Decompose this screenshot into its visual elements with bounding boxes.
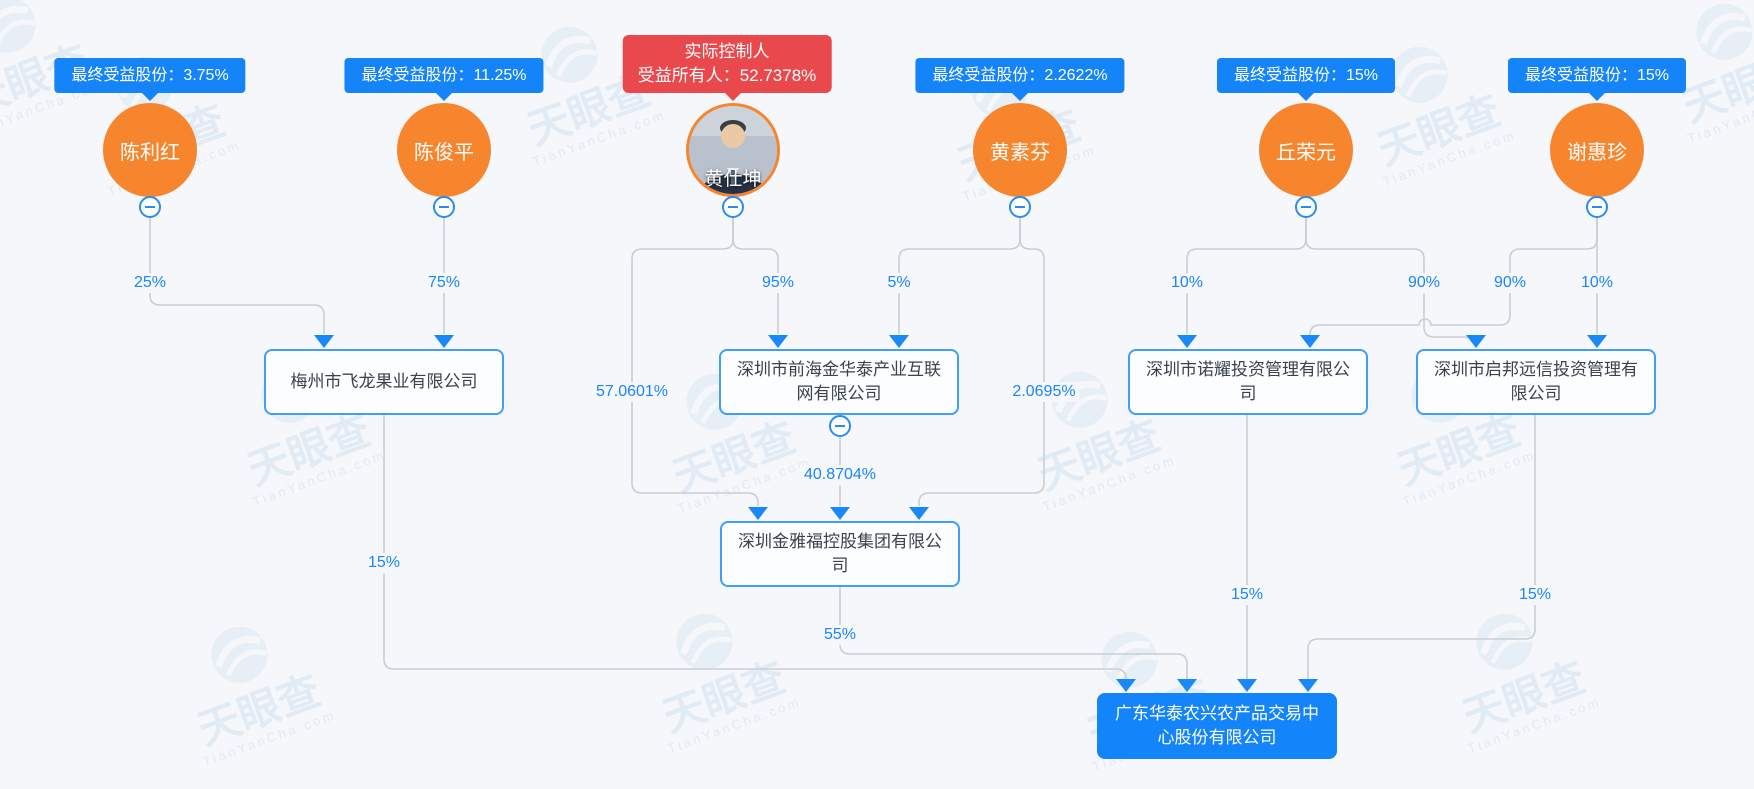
ownership-percent-label: 25% xyxy=(129,273,171,293)
ownership-percent-label: 90% xyxy=(1403,273,1445,293)
benefit-share-badge: 最终受益股份：15% xyxy=(1216,58,1396,93)
company-node[interactable]: 深圳市启邦远信投资管理有限公司 xyxy=(1416,349,1656,415)
edge-arrowhead-icon xyxy=(768,335,788,348)
ownership-percent-label: 15% xyxy=(1226,585,1268,605)
company-node[interactable]: 深圳金雅福控股集团有限公司 xyxy=(720,521,960,587)
ownership-percent-label: 90% xyxy=(1489,273,1531,293)
company-node[interactable]: 深圳市前海金华泰产业互联网有限公司 xyxy=(719,349,959,415)
ownership-percent-label: 40.8704% xyxy=(799,465,881,485)
actual-controller-badge-line1: 实际控制人 xyxy=(684,42,770,61)
ownership-edge-7 xyxy=(1186,218,1307,334)
company-name: 深圳市诺耀投资管理有限公司 xyxy=(1146,360,1350,403)
ownership-percent-label: 2.0695% xyxy=(1008,382,1080,402)
benefit-share-badge: 最终受益股份：11.25% xyxy=(344,58,544,93)
person-name: 陈俊平 xyxy=(414,141,474,164)
ownership-edge-8 xyxy=(1305,218,1477,342)
person-node-photo[interactable]: 黄仕坤 xyxy=(686,103,780,197)
ownership-percent-label: 15% xyxy=(1514,585,1556,605)
person-name: 陈利红 xyxy=(120,141,180,164)
person-photo xyxy=(689,106,777,194)
ownership-percent-label: 10% xyxy=(1166,273,1208,293)
ownership-percent-label: 10% xyxy=(1576,273,1618,293)
person-node[interactable]: 陈利红 xyxy=(103,103,197,197)
collapse-button[interactable] xyxy=(1295,196,1317,218)
collapse-button[interactable] xyxy=(722,196,744,218)
badge-pointer-icon xyxy=(142,93,158,101)
person-name: 谢惠珍 xyxy=(1567,141,1627,164)
badge-pointer-icon xyxy=(1589,93,1605,101)
actual-controller-badge: 实际控制人受益所有人：52.7378% xyxy=(622,35,832,93)
ownership-edge-3 xyxy=(898,218,1021,334)
company-name: 广东华泰农兴农产品交易中心股份有限公司 xyxy=(1115,704,1319,747)
company-node[interactable]: 广东华泰农兴农产品交易中心股份有限公司 xyxy=(1097,693,1337,759)
ownership-percent-label: 75% xyxy=(423,273,465,293)
collapse-button[interactable] xyxy=(139,196,161,218)
badge-pointer-icon xyxy=(725,93,741,101)
edge-arrowhead-icon xyxy=(1177,679,1197,692)
edge-arrowhead-icon xyxy=(748,507,768,520)
edge-arrowhead-icon xyxy=(1298,679,1318,692)
collapse-button[interactable] xyxy=(829,415,851,437)
person-name: 丘荣元 xyxy=(1276,141,1336,164)
person-node[interactable]: 谢惠珍 xyxy=(1550,103,1644,197)
person-node[interactable]: 黄素芬 xyxy=(973,103,1067,197)
ownership-edge-5 xyxy=(918,218,1045,506)
edge-arrowhead-icon xyxy=(1587,335,1607,348)
benefit-share-badge: 最终受益股份：15% xyxy=(1507,58,1687,93)
company-node[interactable]: 梅州市飞龙果业有限公司 xyxy=(264,349,504,415)
person-name: 黄素芬 xyxy=(990,141,1050,164)
person-node[interactable]: 丘荣元 xyxy=(1259,103,1353,197)
company-name: 深圳市前海金华泰产业互联网有限公司 xyxy=(737,360,941,403)
company-name: 梅州市飞龙果业有限公司 xyxy=(290,372,478,391)
ownership-edge-4 xyxy=(631,218,759,506)
edge-arrowhead-icon xyxy=(1466,335,1486,348)
benefit-share-badge: 最终受益股份：2.2622% xyxy=(915,58,1125,93)
company-node[interactable]: 深圳市诺耀投资管理有限公司 xyxy=(1128,349,1368,415)
ownership-edge-9 xyxy=(1309,218,1598,336)
badge-pointer-icon xyxy=(1298,93,1314,101)
edge-arrowhead-icon xyxy=(1237,679,1257,692)
edge-arrowhead-icon xyxy=(830,507,850,520)
edge-arrowhead-icon xyxy=(314,335,334,348)
company-name: 深圳金雅福控股集团有限公司 xyxy=(738,532,942,575)
ownership-percent-label: 15% xyxy=(363,553,405,573)
ownership-edge-14 xyxy=(1307,415,1536,679)
edge-arrowhead-icon xyxy=(1177,335,1197,348)
ownership-edge-12 xyxy=(839,587,1188,681)
collapse-button[interactable] xyxy=(433,196,455,218)
benefit-share-badge: 最终受益股份：3.75% xyxy=(54,58,246,93)
ownership-percent-label: 57.0601% xyxy=(591,382,673,402)
ownership-edge-2 xyxy=(732,218,779,334)
collapse-button[interactable] xyxy=(1586,196,1608,218)
company-name: 深圳市启邦远信投资管理有限公司 xyxy=(1434,360,1638,403)
badge-pointer-icon xyxy=(1012,93,1028,101)
actual-controller-badge-line2: 受益所有人：52.7378% xyxy=(637,66,817,85)
ownership-edge-0 xyxy=(149,218,325,334)
edge-arrowhead-icon xyxy=(889,335,909,348)
edge-arrowhead-icon xyxy=(1116,679,1136,692)
edge-arrowhead-icon xyxy=(1300,335,1320,348)
edge-arrowhead-icon xyxy=(434,335,454,348)
person-node[interactable]: 陈俊平 xyxy=(397,103,491,197)
ownership-percent-label: 55% xyxy=(819,625,861,645)
edge-arrowhead-icon xyxy=(909,507,929,520)
person-name: 黄仕坤 xyxy=(704,169,762,190)
ownership-percent-label: 5% xyxy=(883,273,915,293)
collapse-button[interactable] xyxy=(1009,196,1031,218)
ownership-percent-label: 95% xyxy=(757,273,799,293)
badge-pointer-icon xyxy=(436,93,452,101)
